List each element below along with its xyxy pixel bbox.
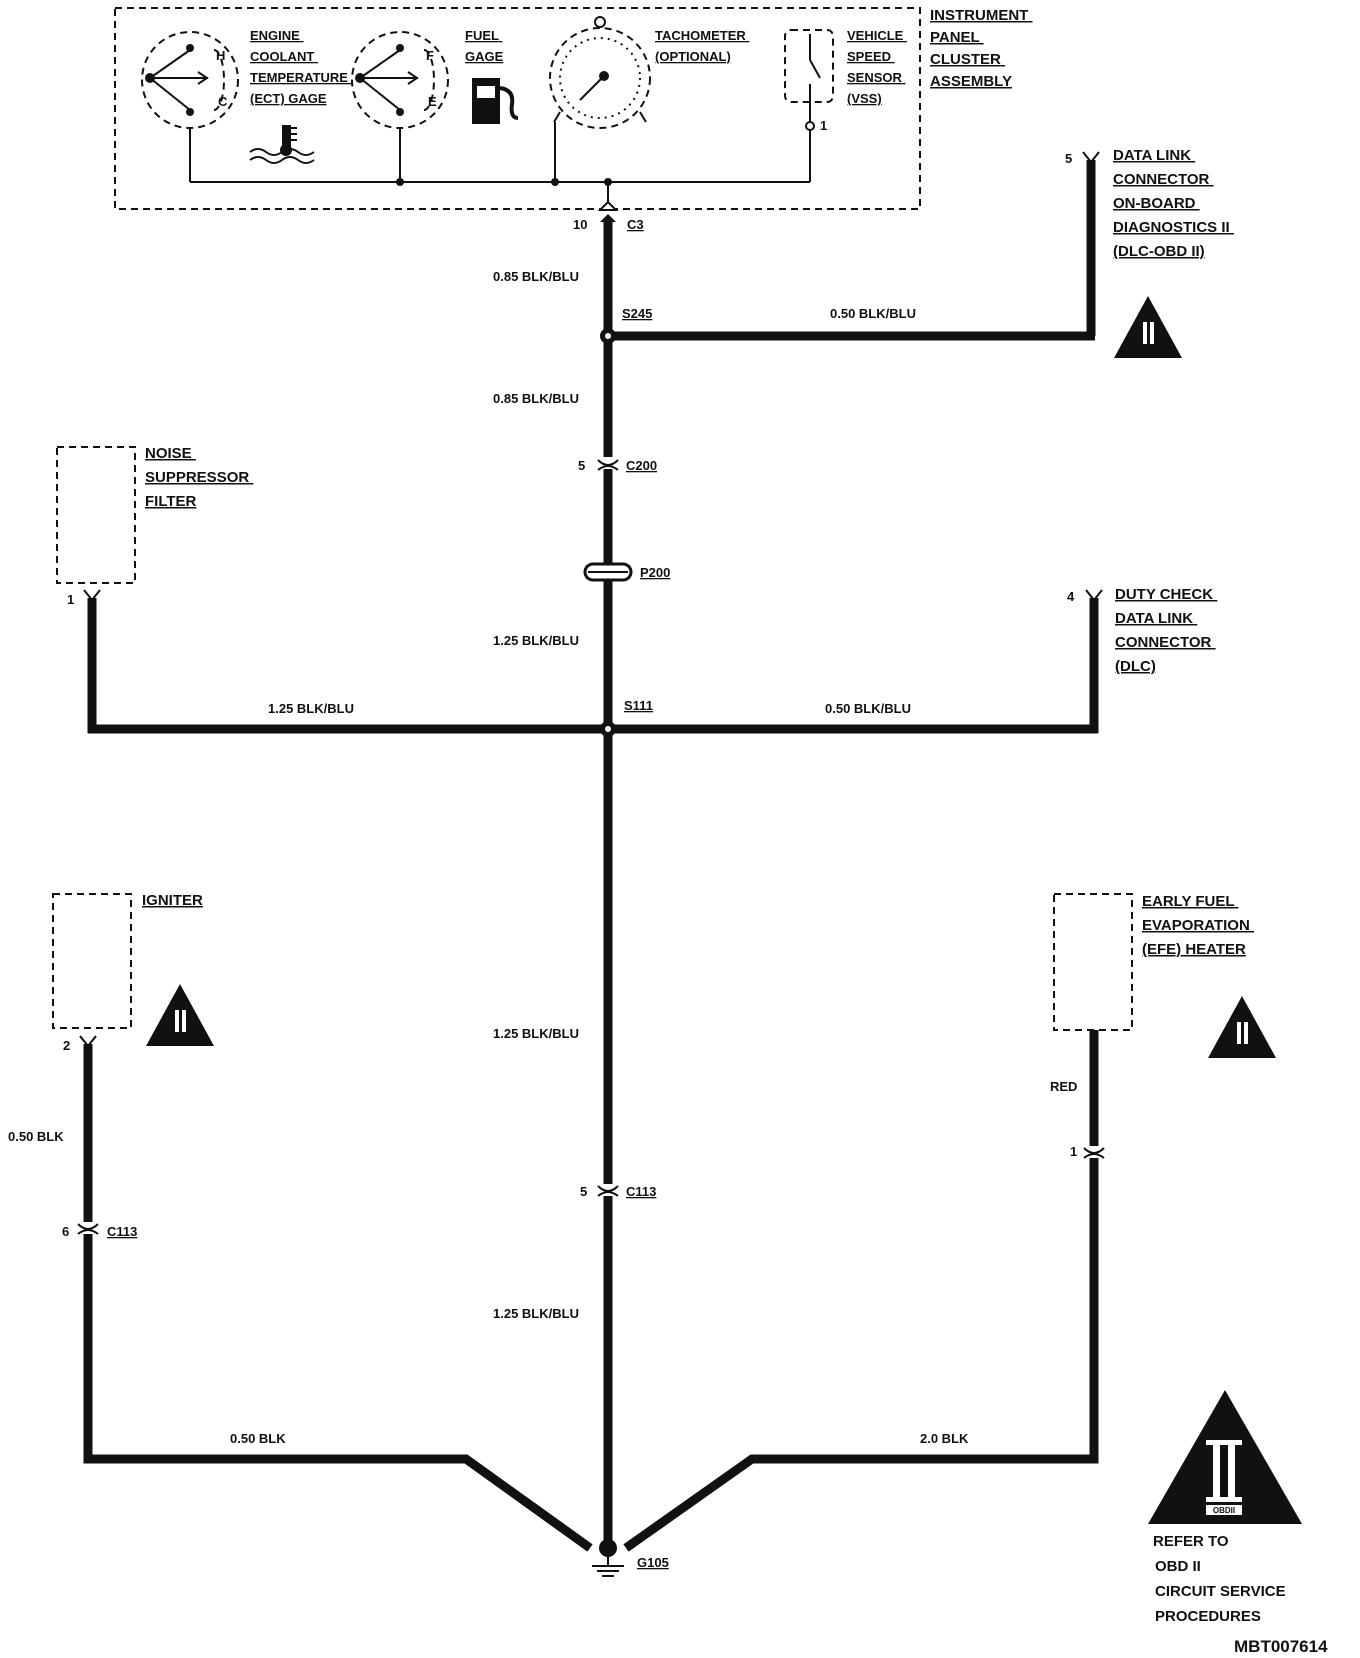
- instrument-panel-cluster: H C ENGINE COOLANT TEMPERATURE (ECT) GAG…: [114, 7, 1033, 210]
- wire-s111-dutydlc-label: 0.50 BLK/BLU: [825, 701, 911, 716]
- ect-h-label: H: [216, 48, 225, 63]
- obd-warning-icon-igniter: [146, 984, 214, 1046]
- wire-c113-g105-label: 1.25 BLK/BLU: [493, 1306, 579, 1321]
- c113-left-name: C113: [107, 1224, 137, 1239]
- wire-p200-s111-label: 1.25 BLK/BLU: [493, 633, 579, 648]
- igniter-pin: 2: [63, 1038, 70, 1053]
- wire-s245-dlc-label: 0.50 BLK/BLU: [830, 306, 916, 321]
- fuel-gage-label: FUEL GAGE: [465, 28, 504, 64]
- wire-igniter-c113-label: 0.50 BLK: [8, 1129, 64, 1144]
- noise-filter-label: NOISE SUPPRESSOR FILTER: [145, 445, 253, 510]
- obd-warning-icon-efe: [1208, 996, 1276, 1058]
- vss-pin: 1: [820, 118, 827, 133]
- obd-warning-icon-dlc: [1114, 296, 1182, 358]
- efe-label: EARLY FUEL EVAPORATION (EFE) HEATER: [1142, 893, 1254, 958]
- ect-gage: H C: [141, 31, 315, 182]
- s245-label: S245: [622, 306, 652, 321]
- igniter: 2 IGNITER: [52, 892, 203, 1222]
- duty-dlc-label: DUTY CHECK DATA LINK CONNECTOR (DLC): [1115, 586, 1217, 675]
- vss-label: VEHICLE SPEED SENSOR (VSS): [847, 28, 907, 106]
- legend-text: REFER TO OBD II CIRCUIT SERVICE PROCEDUR…: [1153, 1533, 1290, 1625]
- tachometer: [549, 16, 651, 182]
- wire-c113-ground-left-label: 0.50 BLK: [230, 1431, 286, 1446]
- cluster-title: INSTRUMENT PANEL CLUSTER ASSEMBLY: [930, 7, 1033, 90]
- cluster-dashed-box: [114, 7, 921, 210]
- g105-label: G105: [637, 1555, 669, 1570]
- dlc-obd-label: DATA LINK CONNECTOR ON-BOARD DIAGNOSTICS…: [1113, 147, 1234, 260]
- ect-c-label: C: [218, 94, 228, 109]
- wire-c3-s245-label: 0.85 BLK/BLU: [493, 269, 579, 284]
- c113-center-pin: 5: [580, 1184, 587, 1199]
- wire-s111-c113-label: 1.25 BLK/BLU: [493, 1026, 579, 1041]
- c200-name: C200: [626, 458, 657, 473]
- noise-filter-pin: 1: [67, 592, 74, 607]
- igniter-label: IGNITER: [142, 892, 203, 909]
- p200-label: P200: [640, 565, 670, 580]
- obd-ii-symbol: OBDII: [1148, 1390, 1302, 1524]
- figure-id: MBT007614: [1234, 1637, 1328, 1656]
- wire-efe-red-label: RED: [1050, 1079, 1077, 1094]
- c113-center-name: C113: [626, 1184, 656, 1199]
- c113-left-pin: 6: [62, 1224, 69, 1239]
- efe-pin: 1: [1070, 1144, 1077, 1159]
- s111-label: S111: [624, 698, 653, 713]
- duty-dlc-pin: 4: [1067, 589, 1075, 604]
- wire-efe-ground-label: 2.0 BLK: [920, 1431, 969, 1446]
- duty-check-dlc: 4 DUTY CHECK DATA LINK CONNECTOR (DLC): [1067, 586, 1217, 733]
- c200-pin: 5: [578, 458, 585, 473]
- wire-s111-noise-label: 1.25 BLK/BLU: [268, 701, 354, 716]
- efe-heater: 1 EARLY FUEL EVAPORATION (EFE) HEATER: [1053, 893, 1254, 1159]
- connector-c200: 5 C200: [578, 457, 657, 473]
- tachometer-label: TACHOMETER (OPTIONAL): [655, 28, 749, 64]
- pass-through-p200: P200: [583, 562, 670, 582]
- splice-s245: S245: [600, 160, 1096, 344]
- dlc-obd-pin: 5: [1065, 151, 1072, 166]
- splice-s111: S111: [88, 698, 1098, 737]
- vehicle-speed-sensor: 1: [784, 29, 834, 182]
- fuel-gage: F E: [351, 31, 449, 182]
- ect-gage-label: ENGINE COOLANT TEMPERATURE (ECT) GAGE: [250, 28, 352, 106]
- connector-c113-center: 5 C113: [580, 1184, 656, 1199]
- obd-ii-symbol-small: OBDII: [1213, 1506, 1235, 1515]
- fuel-pump-icon: [472, 78, 519, 124]
- connector-c113-left: 6 C113: [62, 1222, 137, 1239]
- fuel-e-label: E: [428, 94, 437, 109]
- coolant-temperature-icon: [249, 125, 315, 164]
- c3-pin: 10: [573, 217, 587, 232]
- fuel-f-label: F: [426, 48, 434, 63]
- c3-name: C3: [627, 217, 644, 232]
- connector-c3: 10 C3: [573, 200, 644, 232]
- wire-s245-c200-label: 0.85 BLK/BLU: [493, 391, 579, 406]
- ground-g105: G105: [592, 1539, 669, 1577]
- dlc-obd-connector: 5 DATA LINK CONNECTOR ON-BOARD DIAGNOSTI…: [1065, 147, 1234, 260]
- noise-suppressor-filter: 1 NOISE SUPPRESSOR FILTER: [56, 445, 253, 733]
